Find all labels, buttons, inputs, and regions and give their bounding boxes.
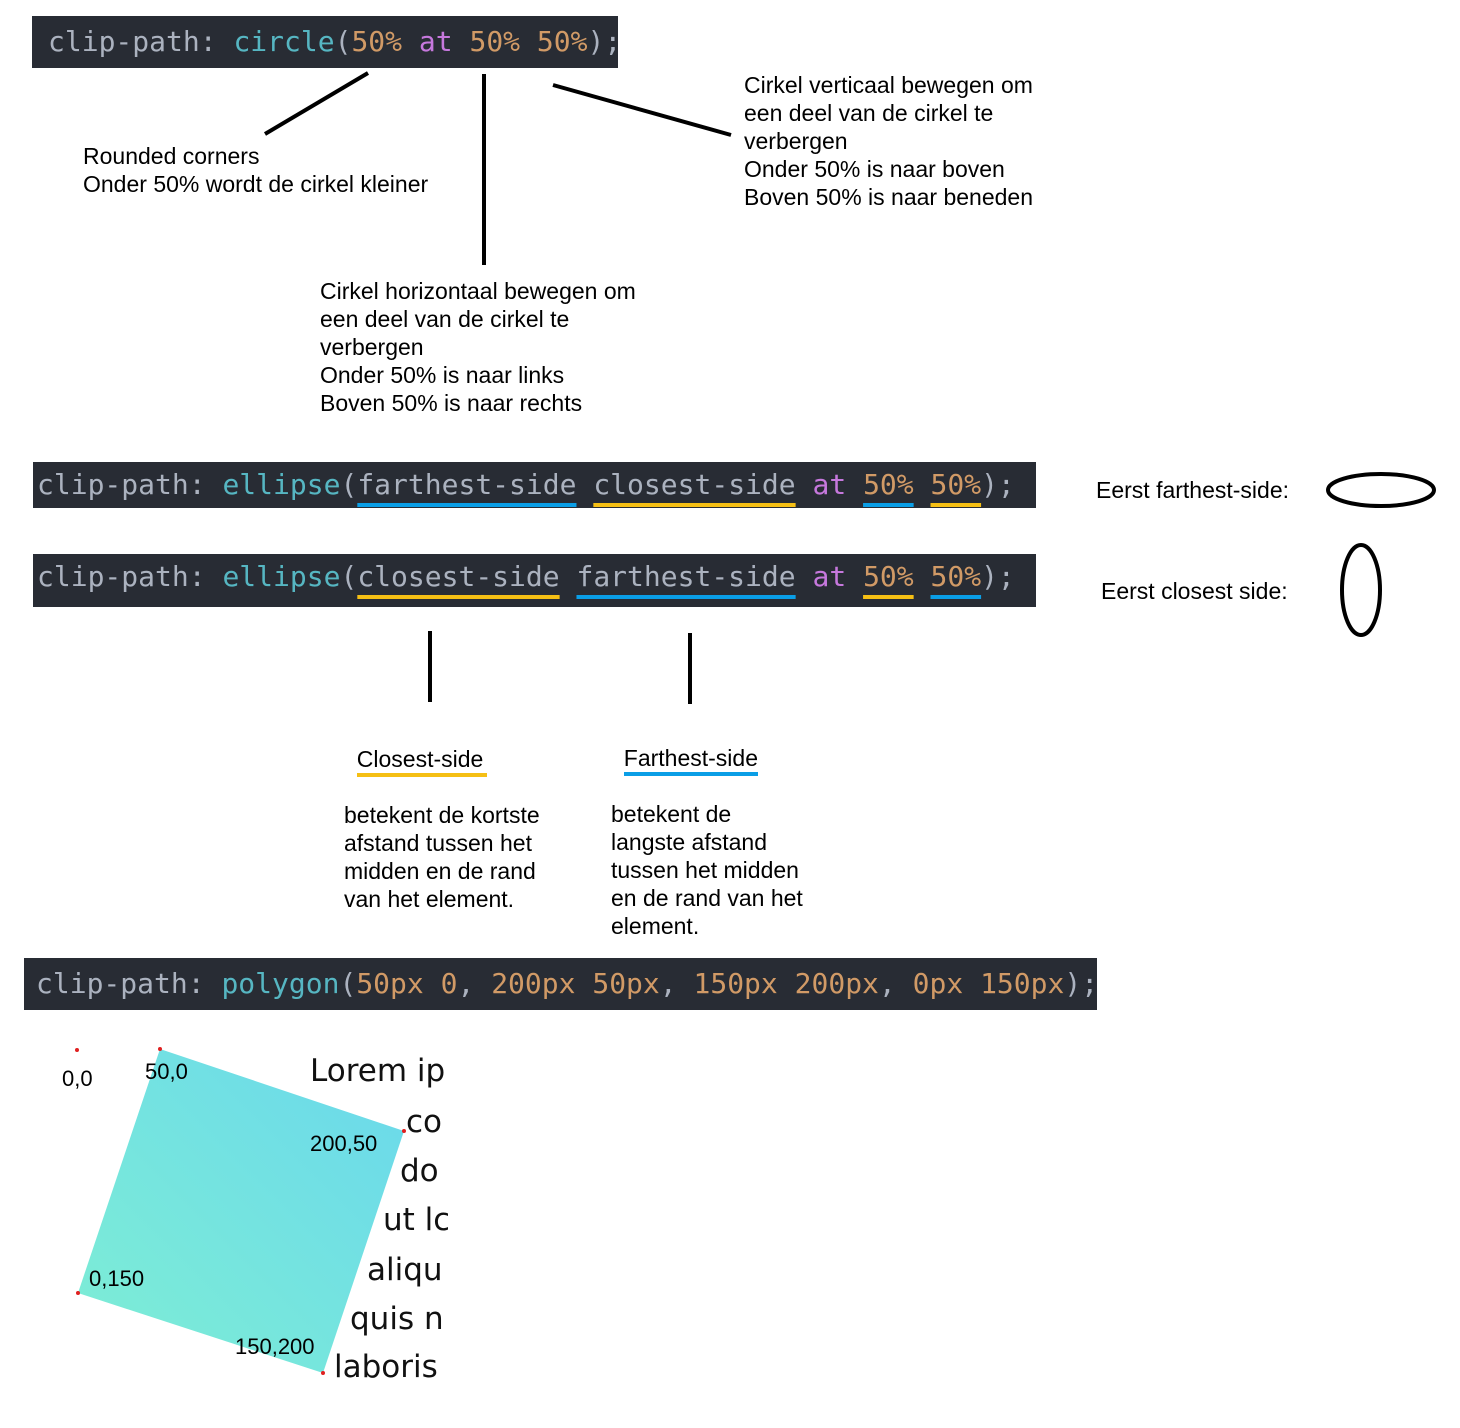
code-at: at bbox=[418, 25, 453, 58]
code-sep: , bbox=[659, 967, 694, 1000]
code-value: 50% bbox=[930, 468, 982, 501]
code-close: ); bbox=[981, 468, 1015, 501]
label-first-farthest: Eerst farthest-side: bbox=[1096, 477, 1290, 503]
note-closest-body: betekent de kortste afstand tussen het m… bbox=[344, 802, 540, 912]
code-at: at bbox=[812, 559, 847, 593]
code-keyword: clip-path: bbox=[37, 559, 206, 593]
ellipse-wide-shape bbox=[1326, 472, 1436, 508]
code-paren: ( bbox=[340, 468, 358, 501]
code-value: 50% bbox=[536, 25, 588, 58]
note-closest-side: Closest-side betekent de kortste afstand… bbox=[344, 717, 540, 941]
note-farthest-side: Farthest-side betekent de langste afstan… bbox=[611, 716, 803, 968]
lorem-line: aliqu bbox=[367, 1252, 443, 1288]
note-closest-heading: Closest-side bbox=[356, 745, 488, 777]
code-function: polygon bbox=[221, 967, 340, 1000]
point-label-origin: 0,0 bbox=[62, 1066, 93, 1091]
point-label-p3: 0,150 bbox=[89, 1266, 145, 1291]
code-function: ellipse bbox=[222, 559, 341, 593]
code-value: 50% bbox=[351, 25, 403, 58]
code-point: 150px 200px bbox=[693, 967, 879, 1000]
code-paren: ( bbox=[339, 967, 357, 1000]
code-close: ); bbox=[981, 559, 1015, 593]
lorem-line: co bbox=[406, 1104, 443, 1140]
code-at: at bbox=[812, 468, 847, 501]
code-value: 50% bbox=[930, 559, 982, 593]
lorem-line: quis n bbox=[350, 1301, 444, 1337]
point-label-p4: 150,200 bbox=[235, 1334, 315, 1359]
code-keyword: clip-path: bbox=[37, 468, 206, 501]
note-horizontal: Cirkel horizontaal bewegen om een deel v… bbox=[320, 278, 636, 416]
polygon-code-block: clip-path: polygon(50px 0, 200px 50px, 1… bbox=[24, 958, 1099, 1010]
ellipse-code-block-2: clip-path: ellipse(closest-side farthest… bbox=[33, 554, 1036, 607]
code-sep: , bbox=[878, 967, 913, 1000]
lorem-line: ut lc bbox=[383, 1202, 448, 1238]
code-sep: , bbox=[457, 967, 492, 1000]
lorem-line: do bbox=[400, 1153, 439, 1189]
lorem-line: Lorem ip bbox=[310, 1053, 446, 1089]
code-value: 50% bbox=[863, 468, 914, 501]
code-paren: ( bbox=[334, 25, 352, 58]
callout-line-rounded bbox=[263, 71, 370, 136]
polygon-shape bbox=[78, 1049, 404, 1373]
code-close: ); bbox=[587, 25, 622, 58]
code-function: circle bbox=[233, 25, 335, 58]
lorem-text-column: Lorem ip co do ut lc aliqu quis n labori… bbox=[300, 1050, 448, 1390]
point-marker bbox=[158, 1047, 162, 1051]
note-farthest-body: betekent de langste afstand tussen het m… bbox=[611, 801, 803, 939]
code-arg-closest: closest-side bbox=[357, 559, 560, 593]
note-vertical: Cirkel verticaal bewegen om een deel van… bbox=[744, 72, 1033, 210]
point-marker bbox=[75, 1048, 79, 1052]
point-label-p2: 200,50 bbox=[310, 1131, 378, 1156]
code-close: ); bbox=[1064, 967, 1099, 1000]
point-marker bbox=[321, 1371, 325, 1375]
code-arg-farthest: farthest-side bbox=[576, 559, 796, 593]
note-rounded-corners: Rounded corners Onder 50% wordt de cirke… bbox=[83, 143, 429, 197]
label-first-closest: Eerst closest side: bbox=[1101, 578, 1288, 604]
point-marker bbox=[402, 1129, 406, 1133]
code-point: 50px 0 bbox=[356, 967, 458, 1000]
point-marker bbox=[76, 1291, 80, 1295]
code-value: 50% bbox=[469, 25, 521, 58]
code-arg-farthest: farthest-side bbox=[357, 468, 577, 501]
point-label-p1: 50,0 bbox=[145, 1059, 188, 1084]
code-function: ellipse bbox=[222, 468, 341, 501]
callout-line-vertical bbox=[552, 83, 732, 137]
code-keyword: clip-path: bbox=[48, 25, 217, 58]
code-paren: ( bbox=[340, 559, 358, 593]
code-value: 50% bbox=[863, 559, 914, 593]
circle-code-block: clip-path: circle(50% at 50% 50%); bbox=[32, 16, 622, 68]
ellipse-tall-shape bbox=[1340, 543, 1382, 637]
code-keyword: clip-path: bbox=[36, 967, 205, 1000]
note-farthest-heading: Farthest-side bbox=[623, 744, 758, 776]
lorem-line: laboris bbox=[334, 1349, 438, 1385]
ellipse-code-block-1: clip-path: ellipse(farthest-side closest… bbox=[33, 462, 1036, 508]
code-arg-closest: closest-side bbox=[593, 468, 796, 501]
code-point: 0px 150px bbox=[912, 967, 1065, 1000]
code-point: 200px 50px bbox=[491, 967, 660, 1000]
